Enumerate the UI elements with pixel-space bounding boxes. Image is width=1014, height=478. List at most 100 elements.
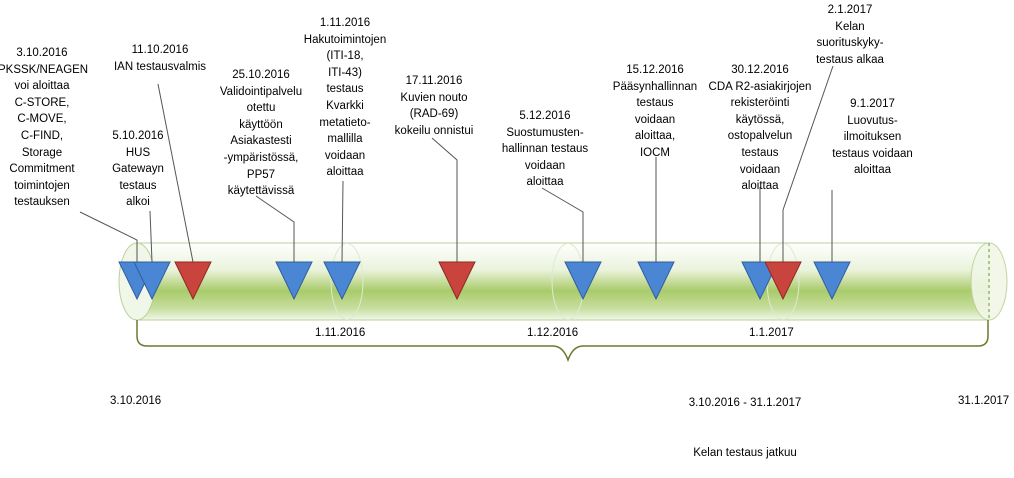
event-label-line: aloittaa,	[634, 130, 676, 143]
marker-e5	[323, 261, 361, 301]
brace-label-text: Kelan testaus jatkuu	[693, 446, 797, 459]
brace-label-range: 3.10.2016 - 31.1.2017	[688, 397, 802, 410]
event-label-line: 11.10.2016	[131, 44, 189, 56]
event-label-line: Pääsynhallinnan	[612, 80, 698, 93]
markers	[118, 261, 851, 301]
event-label-line: aloittaa	[526, 176, 564, 189]
event-label-line: Validointipalvelu	[219, 85, 303, 98]
axis-label-end: 31.1.2017	[958, 395, 1010, 407]
event-label-line: 17.11.2016	[405, 75, 463, 87]
event-label-line: voidaan	[324, 149, 366, 162]
axis-label-dec: 1.12.2016	[527, 327, 579, 339]
marker-e4	[275, 261, 313, 301]
event-label-line: Kuvien nouto	[400, 91, 468, 104]
event-label-line: 1.11.2016	[319, 17, 371, 29]
event-label-line: testaus voidaan	[832, 147, 913, 160]
leader-lines	[79, 65, 834, 263]
event-label-line: C-FIND,	[20, 129, 64, 142]
event-label-line: Luovutus-	[847, 114, 898, 127]
event-label-line: aloittaa	[853, 164, 892, 177]
event-label-line: suorituskyky-	[816, 37, 884, 50]
leader-e10	[782, 65, 834, 262]
axis-label-start: 3.10.2016	[110, 395, 162, 407]
event-label-line: C-STORE,	[14, 96, 70, 109]
event-label-line: 3.10.2016	[16, 47, 68, 59]
event-label-line: voidaan	[634, 113, 676, 126]
event-label-line: -ympäristössä,	[223, 151, 299, 164]
event-label-line: Kelan	[835, 20, 865, 33]
leader-e5	[341, 180, 344, 263]
event-label-line: testaus	[636, 97, 674, 110]
event-label-line: 5.10.2016	[112, 130, 164, 142]
event-label-line: (RAD-69)	[409, 108, 459, 121]
event-label-line: PKSSK/NEAGEN	[0, 63, 89, 76]
event-label-line: toimintojen	[14, 179, 70, 192]
range-brace	[136, 320, 989, 363]
event-label-line: IOCM	[639, 146, 671, 159]
marker-e2	[133, 261, 171, 301]
event-label-line: Gatewayn	[112, 163, 164, 176]
event-label-line: käyttöön	[239, 118, 283, 131]
event-label-line: 15.12.2016	[626, 64, 684, 76]
event-label-line: ilmoituksen	[843, 131, 902, 144]
marker-e3	[174, 261, 212, 301]
event-label-line: CDA R2-asiakirjojen	[708, 80, 812, 93]
brace-label: 3.10.2016 - 31.1.2017 Kelan testaus jatk…	[660, 362, 830, 478]
event-label-line: IAN testausvalmis	[113, 60, 207, 73]
axis-label-jan: 1.1.2017	[749, 327, 794, 339]
event-label-line: (ITI-18,	[326, 50, 364, 63]
event-label-line: otettu	[246, 102, 276, 115]
event-label-line: voi aloittaa	[14, 80, 70, 93]
event-label-line: testaus	[741, 146, 779, 159]
event-label-line: Suostumusten-	[506, 126, 584, 139]
event-label-line: mallilla	[327, 133, 363, 146]
event-label-line: aloittaa	[741, 180, 779, 193]
event-label-line: aloittaa	[326, 166, 364, 179]
event-label-line: testaus	[326, 83, 364, 96]
timeline-diagram	[79, 65, 1008, 363]
event-label-line: 9.1.2017	[850, 98, 895, 110]
leader-e6	[431, 137, 458, 262]
leader-e4	[255, 195, 295, 262]
event-label-line: käytössä,	[735, 113, 785, 126]
leader-e2	[149, 210, 153, 263]
timeline-bar	[118, 242, 1008, 321]
leader-e3	[157, 83, 194, 263]
event-label-line: PP57	[246, 168, 276, 181]
event-label-line: käytettävissä	[227, 185, 295, 198]
event-label-line: Asiakastesti	[230, 135, 292, 148]
event-label-line: voidaan	[739, 163, 781, 176]
event-label-line: ostopalvelun	[727, 130, 793, 143]
event-label-line: voidaan	[524, 159, 566, 172]
event-label-line: 30.12.2016	[731, 64, 789, 76]
event-label-line: HUS	[125, 146, 151, 159]
event-label-line: 2.1.2017	[827, 4, 873, 16]
event-label-line: testaus	[119, 179, 157, 192]
marker-e7	[564, 261, 602, 301]
event-label-line: metatieto-	[319, 116, 371, 129]
axis-label-nov: 1.11.2016	[315, 327, 366, 339]
marker-e6	[438, 261, 476, 301]
marker-e10	[764, 261, 802, 301]
event-label-line: Storage	[21, 146, 63, 159]
event-label-line: ITI-43)	[328, 66, 362, 79]
month-divider-nov	[330, 243, 364, 320]
event-label-line: hallinnan testaus	[501, 143, 589, 156]
event-label-line: Kvarkki	[326, 99, 364, 112]
event-label-line: alkoi	[126, 196, 150, 209]
event-label-line: C-MOVE,	[17, 113, 67, 126]
event-label-line: Hakutoimintojen	[303, 33, 387, 46]
marker-e11	[813, 261, 851, 301]
event-label-line: 25.10.2016	[232, 69, 290, 81]
